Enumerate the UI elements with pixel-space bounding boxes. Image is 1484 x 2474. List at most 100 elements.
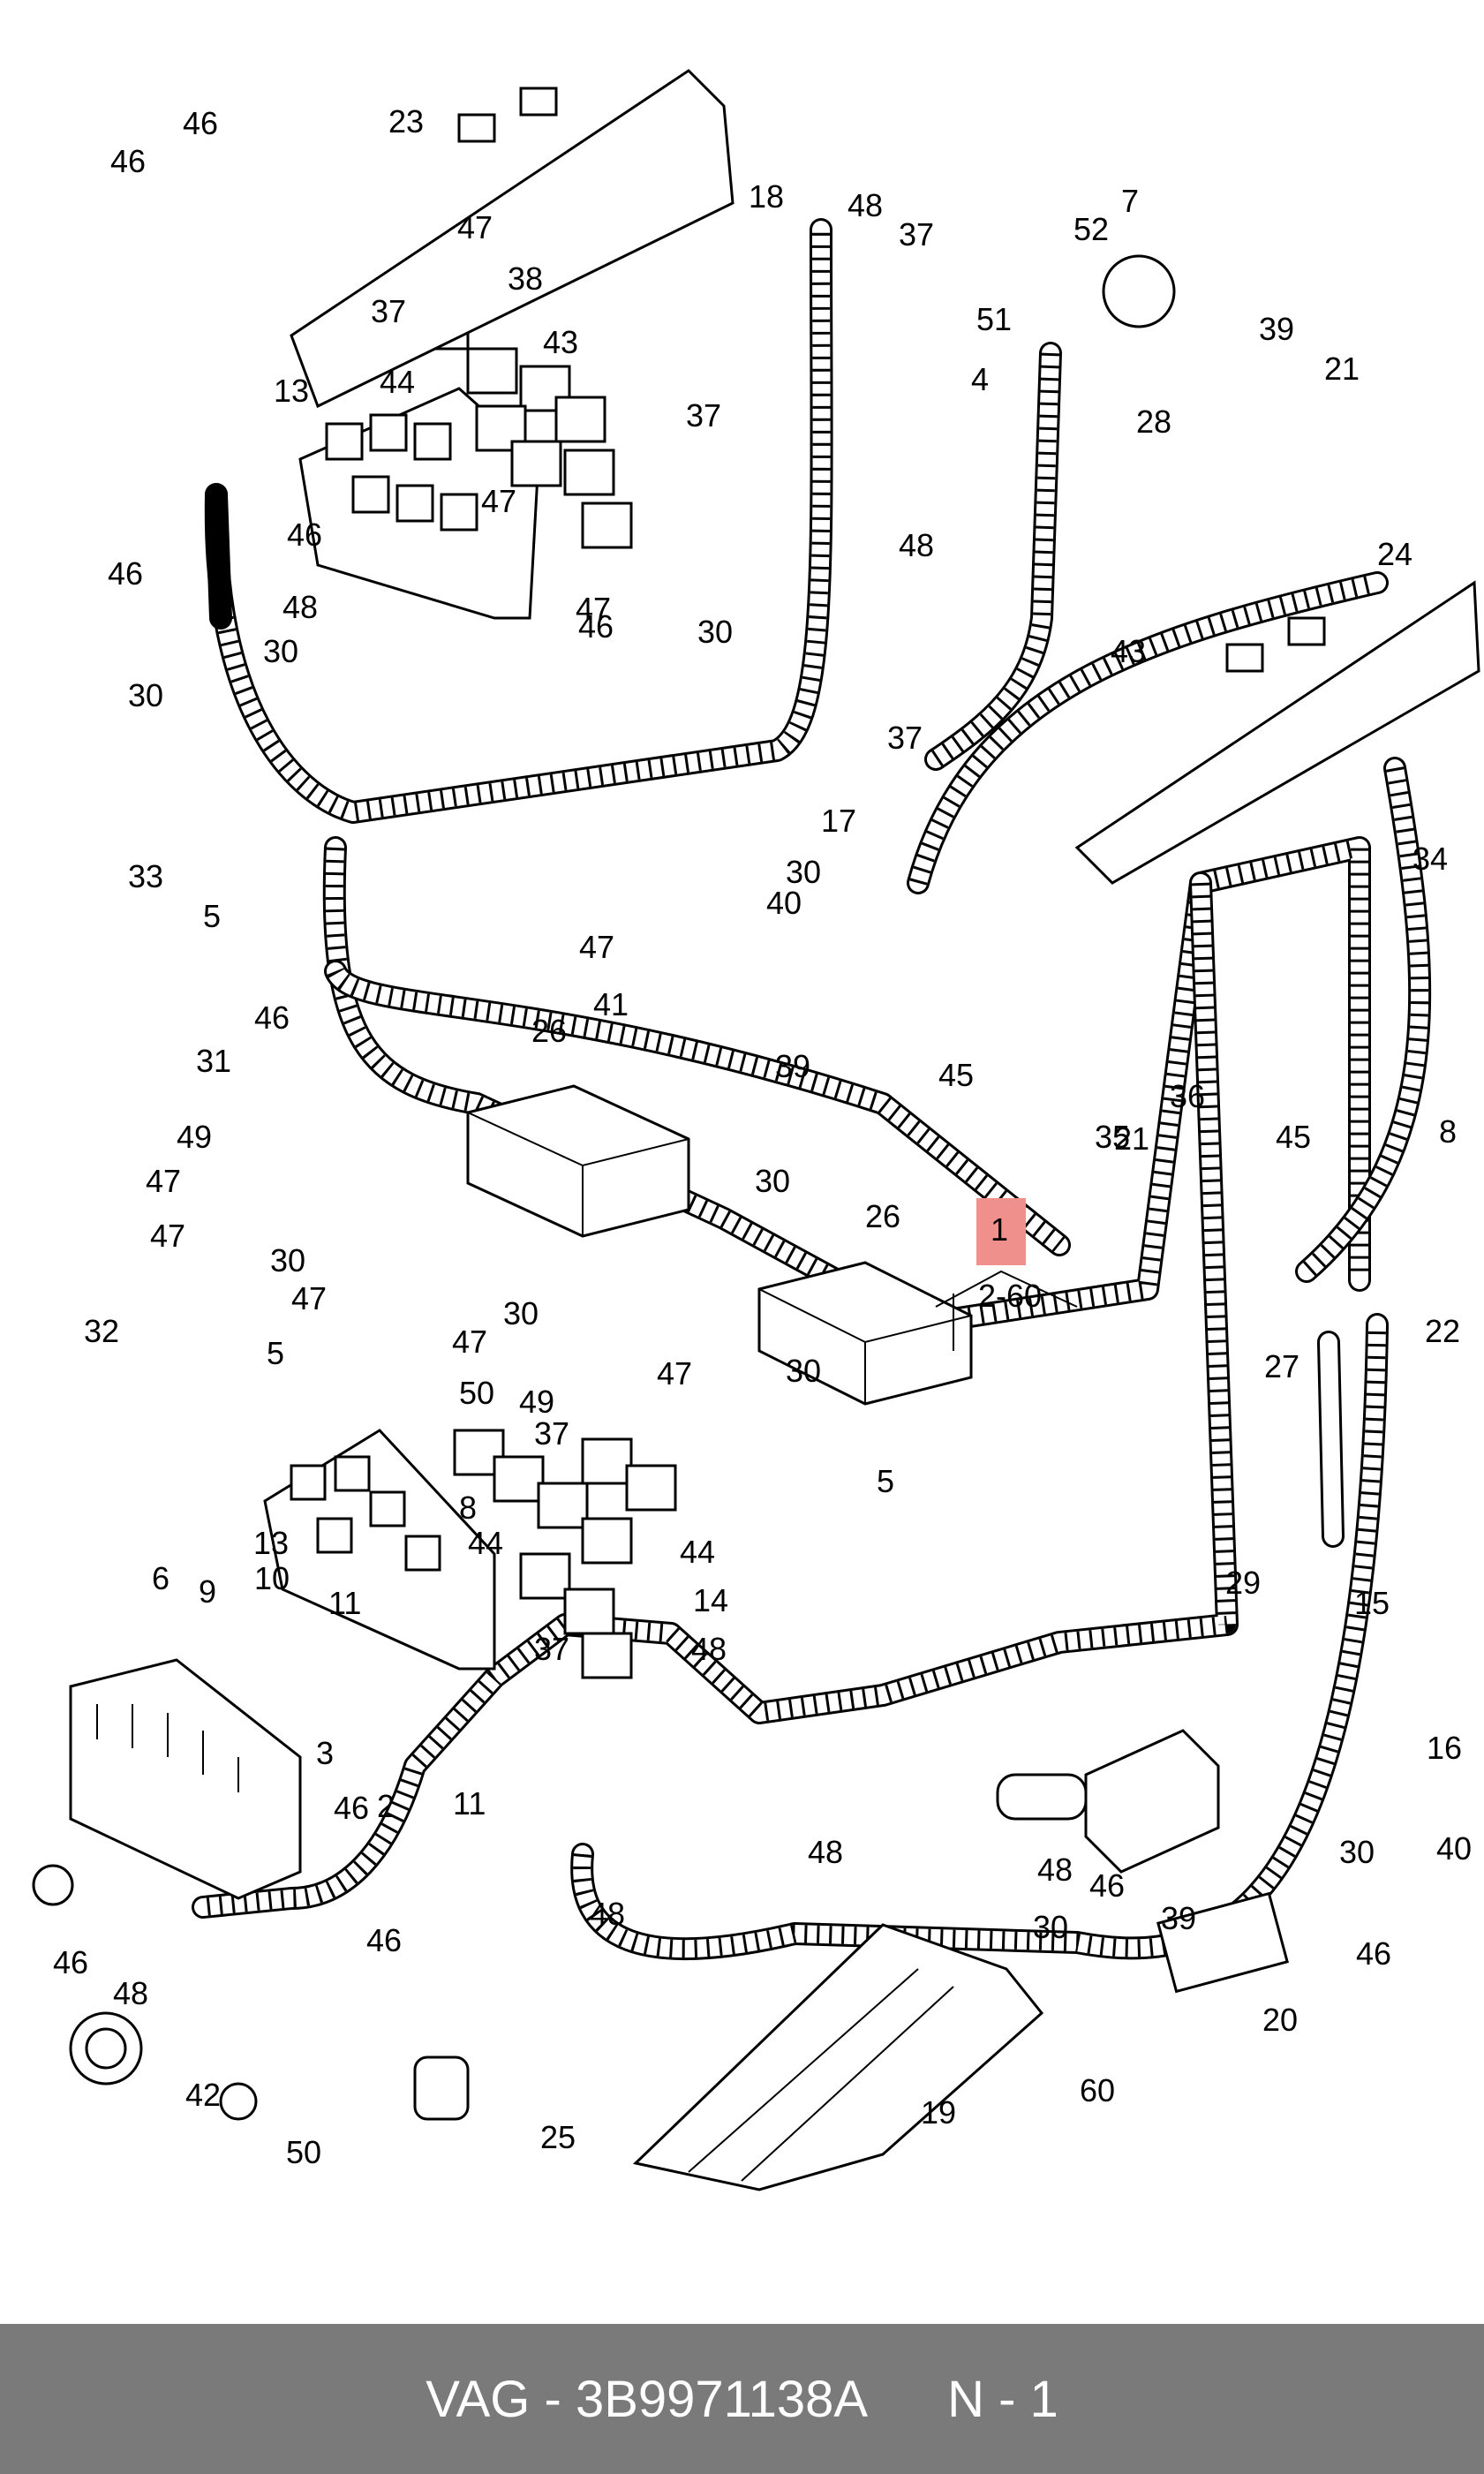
callout-37: 37 [899,216,934,253]
callout-46: 46 [1089,1867,1125,1904]
callout-46: 46 [366,1922,402,1958]
part-number: VAG - 3B9971138A [426,2370,869,2428]
callout-46: 46 [183,105,218,141]
callout-43: 43 [543,324,578,360]
callout-46: 46 [108,555,143,592]
callout-47: 47 [576,591,611,627]
callout-60: 60 [1080,2072,1115,2108]
callout-30: 30 [755,1163,790,1199]
callout-37: 37 [534,1415,569,1452]
callout-47: 47 [457,209,493,245]
callout-30: 30 [503,1295,539,1331]
callout-15: 15 [1354,1585,1390,1621]
callout-22: 22 [1425,1313,1460,1349]
callout-38: 38 [508,260,543,297]
callout-5: 5 [267,1335,284,1371]
range-label: 2-60 [978,1278,1042,1314]
callout-18: 18 [749,178,784,215]
callout-47: 47 [291,1280,327,1316]
callout-39: 39 [1259,311,1294,347]
callout-31: 31 [196,1043,231,1079]
callout-46: 46 [1356,1935,1391,1972]
callout-17: 17 [821,803,856,839]
callout-45: 45 [938,1057,974,1093]
callout-21: 21 [1324,351,1360,387]
callout-20: 20 [1262,2002,1298,2038]
callout-11: 11 [453,1785,486,1822]
callout-47: 47 [150,1218,185,1254]
callout-47: 47 [146,1163,181,1199]
fuse-block [69,1658,302,1900]
callout-44: 44 [468,1525,503,1561]
callout-30: 30 [270,1242,305,1278]
callout-4: 4 [971,361,989,397]
callout-41: 41 [593,986,629,1022]
callout-16: 16 [1427,1730,1462,1766]
highlight-label: 1 [991,1211,1008,1248]
callout-24: 24 [1377,536,1412,572]
callout-48: 48 [847,187,883,223]
callout-37: 37 [371,293,406,329]
callout-32: 32 [84,1313,119,1349]
callout-47: 47 [481,483,516,519]
highlight-marker [976,1198,1026,1265]
ecu-connector [996,1729,1289,1994]
callout-5: 5 [203,898,221,934]
callout-27: 27 [1264,1348,1299,1384]
callout-47: 47 [452,1324,487,1360]
callout-2: 2 [377,1788,395,1824]
callout-48: 48 [808,1834,843,1870]
callout-49: 49 [519,1384,554,1420]
callout-44: 44 [680,1534,715,1570]
control-module-right [757,1261,973,1406]
callout-13: 13 [274,373,309,409]
main-wiring-harness [192,218,1432,1961]
callout-46: 46 [578,608,614,645]
crossmember-top [290,69,734,409]
callout-50: 50 [459,1375,494,1411]
callout-48: 48 [282,589,318,625]
callout-36: 36 [1170,1078,1205,1114]
callout-7: 7 [1121,183,1139,219]
callout-8: 8 [459,1490,477,1526]
callout-43: 43 [1111,633,1146,669]
callout-23: 23 [388,103,424,140]
callout-3: 3 [316,1735,334,1771]
round-connectors [32,254,1176,2121]
callout-50: 50 [286,2134,321,2170]
callout-30: 30 [786,854,821,890]
callout-14: 14 [693,1582,728,1618]
callout-48: 48 [113,1975,148,2011]
callout-39: 39 [1161,1900,1196,1936]
callout-48: 48 [1037,1852,1073,1888]
callout-33: 33 [128,858,163,894]
callout-49: 49 [177,1119,212,1155]
crossmember-right [1074,580,1480,885]
callout-21: 21 [1114,1120,1149,1157]
callout-44: 44 [380,364,415,400]
callout-35: 35 [1095,1119,1130,1155]
callout-11: 11 [328,1585,361,1621]
callout-46: 46 [53,1944,88,1980]
callout-9: 9 [199,1573,216,1610]
callout-25: 25 [540,2119,576,2155]
callout-42: 42 [185,2077,221,2113]
callout-30: 30 [1339,1834,1375,1870]
callout-40: 40 [766,885,802,921]
page-label: N - 1 [947,2370,1058,2428]
control-module-left [466,1084,690,1238]
callout-51: 51 [976,301,1012,337]
callout-19: 19 [921,2094,956,2131]
callout-52: 52 [1073,211,1109,247]
callout-37: 37 [686,397,721,434]
callout-34: 34 [1412,841,1448,877]
callout-39: 39 [775,1048,810,1084]
callout-48: 48 [691,1631,727,1667]
footer-bar: VAG - 3B9971138A N - 1 [0,2324,1484,2474]
callout-45: 45 [1276,1119,1311,1155]
callout-26: 26 [531,1013,567,1049]
callout-30: 30 [1033,1909,1068,1945]
callout-46: 46 [287,517,322,553]
